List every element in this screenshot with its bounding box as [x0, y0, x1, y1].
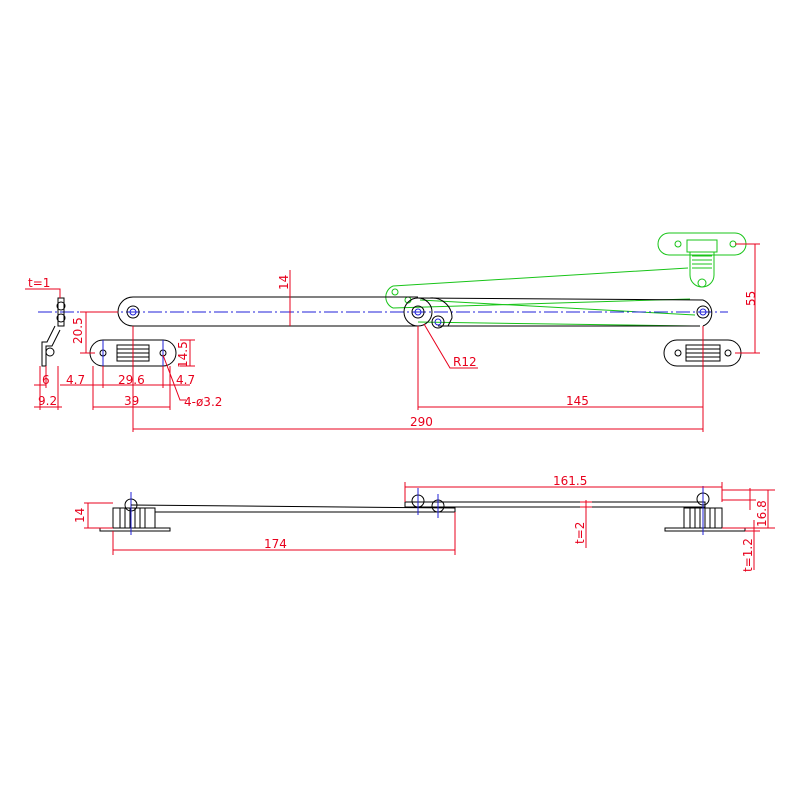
dim-thickness-left: t=1 — [28, 276, 50, 290]
dim-bracket-thickness: t=1.2 — [741, 538, 755, 572]
side-lower-arm — [130, 504, 456, 513]
dimension-text-side: 14 174 161.5 t=2 16.8 t=1.2 — [73, 474, 769, 572]
dim-open-height: 55 — [744, 291, 758, 306]
dim-half-span: 145 — [566, 394, 589, 408]
dim-hole-spec: 4-ø3.2 — [184, 395, 222, 409]
dim-bracket-height: 14.5 — [176, 341, 190, 368]
right-arm — [403, 297, 713, 329]
side-right-hinge — [664, 486, 746, 535]
dim-total-span: 290 — [410, 415, 433, 429]
dim-side-thickness: 14 — [73, 508, 87, 523]
dim-side-height: 16.8 — [755, 500, 769, 527]
dimension-lines-side — [84, 482, 775, 570]
dim-upper-arm-length: 161.5 — [553, 474, 587, 488]
dim-pivot-offset: 20.5 — [71, 317, 85, 344]
side-left-hinge — [99, 492, 171, 535]
left-side-profile — [41, 297, 66, 367]
top-view: t=1 20.5 14 14.5 4.7 29.6 4.7 39 6 9.2 4… — [25, 232, 760, 432]
dim-radius: R12 — [453, 355, 477, 369]
side-upper-arm — [404, 488, 706, 518]
dim-hole-offset-left: 4.7 — [66, 373, 85, 387]
dimension-text-top: t=1 20.5 14 14.5 4.7 29.6 4.7 39 6 9.2 4… — [28, 275, 758, 429]
dim-arm-thickness: t=2 — [573, 522, 587, 544]
side-view: 14 174 161.5 t=2 16.8 t=1.2 — [73, 474, 775, 572]
dim-lower-arm-length: 174 — [264, 537, 287, 551]
dimension-lines-top — [25, 243, 760, 432]
dim-side-width-a: 6 — [42, 373, 50, 387]
dim-base-length: 39 — [124, 394, 139, 408]
dim-hole-pitch: 29.6 — [118, 373, 145, 387]
dim-side-width-b: 9.2 — [38, 394, 57, 408]
dim-hole-offset-right: 4.7 — [176, 373, 195, 387]
dim-arm-width: 14 — [277, 275, 291, 290]
